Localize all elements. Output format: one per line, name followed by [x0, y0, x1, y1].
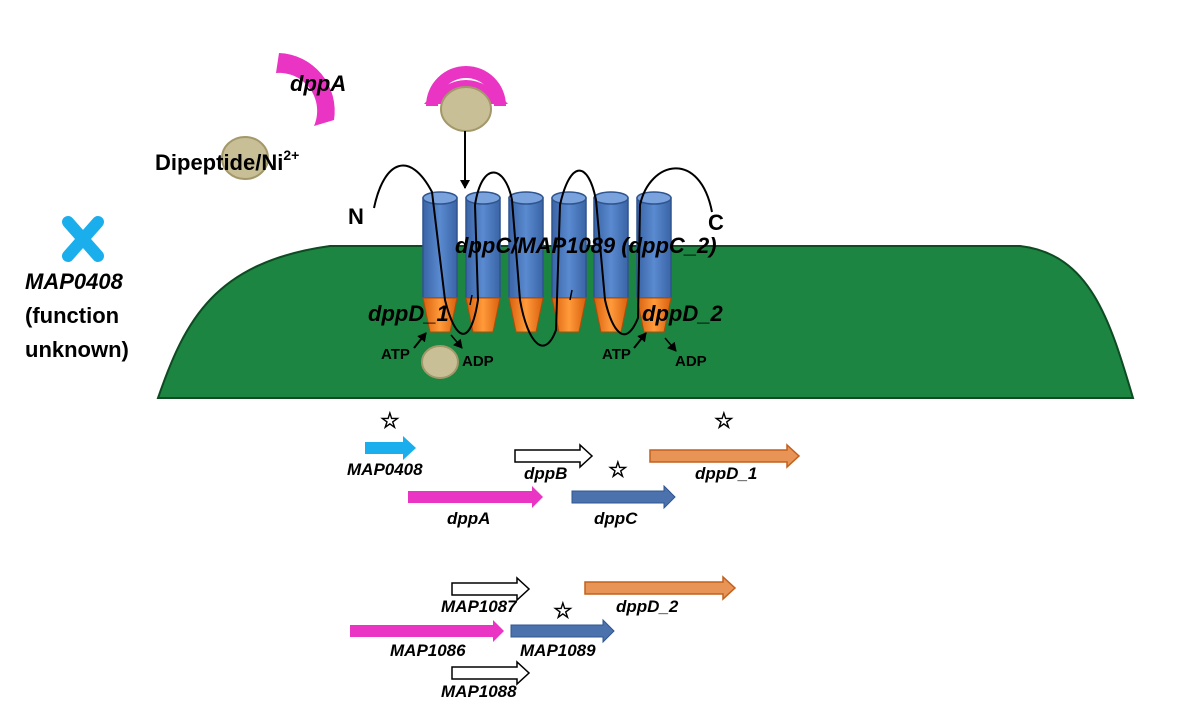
gene-label-dppd1: dppD_1 — [695, 464, 757, 483]
gene-label-map0408: MAP0408 — [347, 460, 423, 479]
atp-arrow-right — [633, 332, 647, 349]
gene-arrow-map1086 — [350, 620, 504, 642]
c-terminus-label: C — [708, 210, 724, 235]
gene-arrow-dppd2 — [584, 575, 737, 601]
chain-marks — [469, 289, 573, 306]
map0408-function-label: (function — [25, 303, 119, 328]
x-cross-icon — [62, 216, 104, 262]
gene-label-map1088: MAP1088 — [441, 682, 517, 701]
polypeptide-chain — [373, 164, 713, 347]
gene-label-map1089: MAP1089 — [520, 641, 596, 660]
gene-label-map1087: MAP1087 — [441, 597, 518, 616]
gene-arrow-map1089 — [510, 618, 615, 644]
dipeptide-ligand-inside — [421, 345, 459, 379]
operon-2: ☆ MAP1087 dppD_2 MAP1086 MAP1089 MAP1088 — [350, 575, 737, 701]
adp-arrow-right — [664, 337, 677, 352]
gene-arrow-map1087 — [451, 576, 531, 602]
atp-label-left: ATP — [381, 346, 410, 363]
helix-1 — [422, 191, 458, 299]
n-terminus-label: N — [348, 204, 364, 229]
star-outline-icon: ☆ — [553, 598, 573, 623]
gene-label-map1086: MAP1086 — [390, 641, 466, 660]
gene-arrow-map0408 — [365, 436, 416, 460]
dipeptide-ligand-bound — [440, 86, 492, 132]
gene-label-dppb: dppB — [524, 464, 567, 483]
helix-3 — [508, 191, 544, 299]
adp-arrow-left — [450, 334, 463, 349]
operon-1: ☆ ☆ ☆ MAP0408 dppB dppD_1 dppA dppC — [347, 408, 801, 528]
gene-label-dppd2: dppD_2 — [616, 597, 679, 616]
dppa-top-label: dppA — [290, 71, 346, 96]
adp-label-left: ADP — [462, 353, 494, 370]
cytoplasmic-domains — [422, 297, 672, 333]
dppc-complex-label: dppC/MAP1089 (dppC_2) — [455, 233, 717, 258]
dppa-protein-bound — [426, 66, 506, 106]
star-outline-icon: ☆ — [714, 408, 734, 433]
gene-arrow-dppc — [571, 484, 676, 510]
gene-arrow-dppd1 — [649, 443, 801, 469]
gene-arrow-map1088 — [451, 660, 531, 686]
dppd2-label: dppD_2 — [642, 301, 723, 326]
atp-label-right: ATP — [602, 346, 631, 363]
dipeptide-label: Dipeptide/Ni2+ — [155, 147, 299, 175]
gene-arrow-dppb — [514, 443, 594, 469]
cup-6 — [636, 297, 672, 333]
gene-arrow-dppa — [408, 486, 543, 508]
gene-label-dppc: dppC — [594, 509, 638, 528]
helix-2 — [465, 191, 501, 299]
gene-label-dppa: dppA — [447, 509, 490, 528]
map0408-label: MAP0408 — [25, 269, 124, 294]
atp-arrow-left — [413, 332, 427, 349]
cup-2 — [465, 297, 501, 333]
cup-5 — [593, 297, 629, 333]
map0408-unknown-label: unknown) — [25, 337, 129, 362]
dppd1-label: dppD_1 — [368, 301, 449, 326]
star-outline-icon: ☆ — [380, 408, 400, 433]
dipeptide-ligand-free — [221, 136, 269, 180]
dppa-protein-free — [276, 53, 335, 126]
adp-label-right: ADP — [675, 353, 707, 370]
star-outline-icon: ☆ — [608, 457, 628, 482]
transmembrane-helices — [422, 191, 672, 299]
cup-3 — [508, 297, 544, 333]
